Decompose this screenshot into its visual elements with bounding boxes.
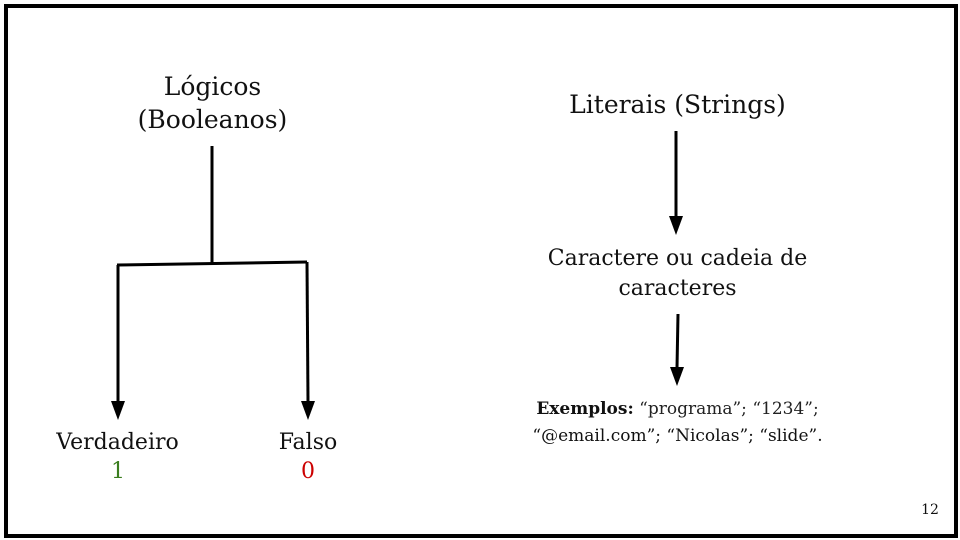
logicos-title-line2: (Booleanos) (137, 105, 288, 134)
verdadeiro-label: Verdadeiro (56, 430, 179, 455)
literais-title: Literais (Strings) (569, 90, 786, 119)
exemplos-block: Exemplos: “programa”; “1234”; “@email.co… (490, 396, 865, 450)
caractere-line2: caracteres (618, 276, 737, 301)
exemplos-values-line1: “programa”; “1234”; (639, 399, 819, 419)
slide-frame (4, 4, 958, 538)
exemplos-label: Exemplos: (536, 399, 634, 419)
exemplos-line1: Exemplos: “programa”; “1234”; (490, 396, 865, 423)
caractere-line1: Caractere ou cadeia de (547, 246, 808, 271)
verdadeiro-value: 1 (111, 459, 125, 484)
falso-label: Falso (278, 430, 338, 455)
falso-value: 0 (301, 459, 315, 484)
falso-arrowhead (301, 401, 315, 420)
caractere-arrowhead (670, 367, 684, 386)
caractere-description: Caractere ou cadeia de caracteres (520, 244, 835, 304)
logicos-title: Lógicos (Booleanos) (110, 70, 315, 136)
page-number: 12 (921, 502, 939, 518)
logicos-branch-line (116, 260, 308, 267)
falso-arrow (305, 261, 310, 403)
exemplos-values-line2: “@email.com”; “Nicolas”; “slide”. (532, 426, 823, 446)
verdadeiro-arrowhead (111, 401, 125, 420)
literais-arrowhead (669, 216, 683, 235)
caractere-arrow (675, 313, 680, 369)
logicos-title-line1: Lógicos (163, 72, 262, 101)
